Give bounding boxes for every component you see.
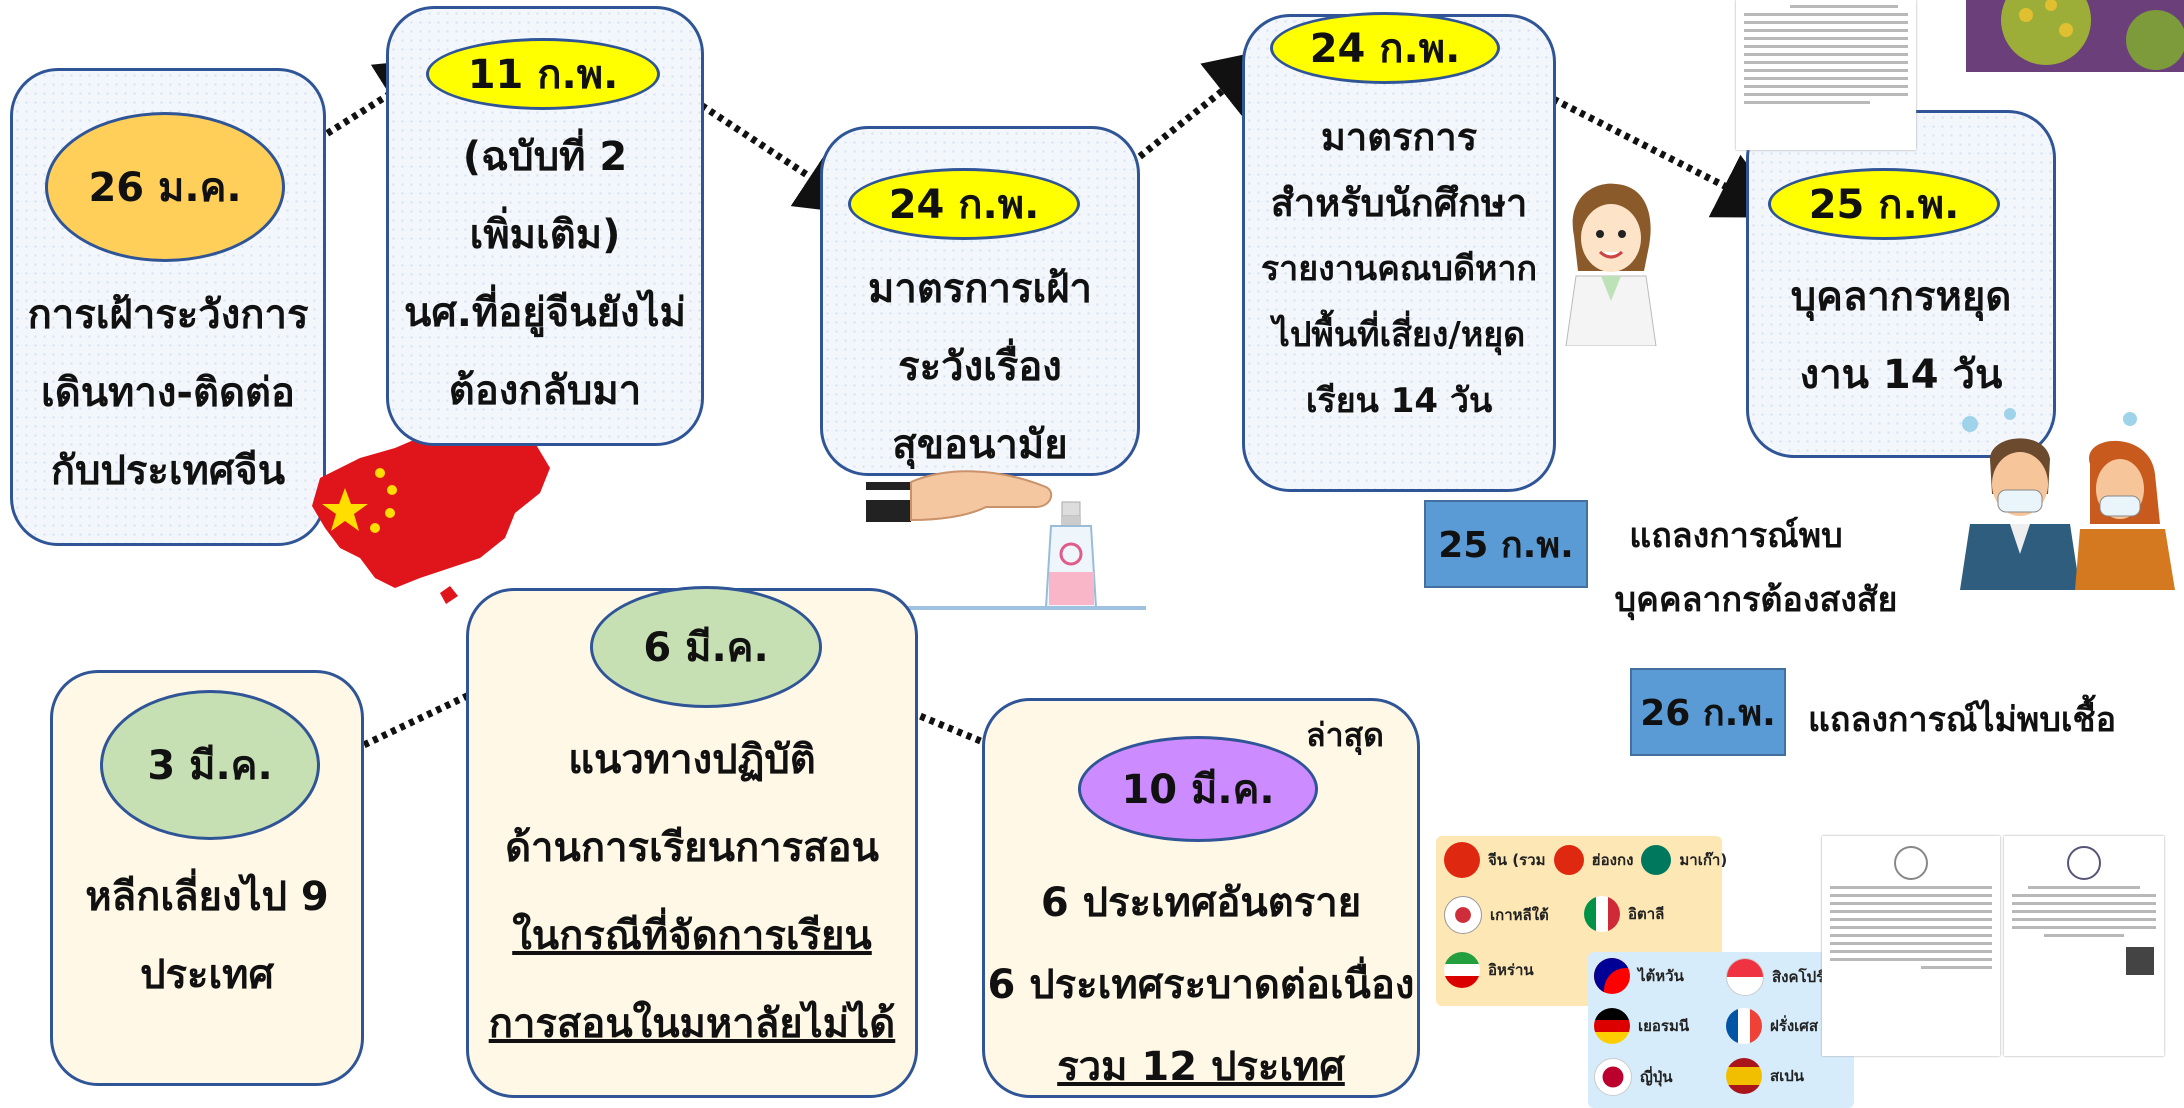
date-oval-1: 26 ม.ค. [45,112,285,262]
node-box-4 [1242,14,1556,492]
node-text-3: มาตรการเฝ้าระวังเรื่องสุขอนามัย [867,266,1093,468]
japan-flag-icon [1594,1058,1632,1096]
iran-flag-icon [1444,952,1480,988]
country-row-france: ฝรั่งเศส [1726,1008,1818,1044]
node-text-7: แนวทางปฏิบัติ ด้านการเรียนการสอน ในกรณีท… [488,737,896,1047]
arrow-1 [283,57,449,163]
statement-date-tag-1: 25 ก.พ. [1424,500,1588,588]
arrow-4 [1498,68,1787,218]
country-row-china: จีน (รวม ฮ่องกง มาเก๊า) [1444,842,1727,878]
date-oval-5: 25 ก.พ. [1768,168,2000,240]
latest-badge: ล่าสุด [1306,716,1384,754]
country-panel-b [1588,952,1854,1108]
statement-text-2: แถลงการณ์ไม่พบเชื้อ [1808,700,2117,740]
arrow-2 [658,75,869,216]
statement-text-1: แถลงการณ์พบ บุคคลากรต้องสงสัย [1614,516,1898,620]
china-map-icon [312,426,550,604]
korea-flag-icon [1444,896,1482,934]
germany-flag-icon [1594,1008,1630,1044]
student-cartoon-icon [1565,183,1657,346]
spain-flag-icon [1726,1058,1762,1094]
date-oval-6: 3 มี.ค. [100,690,320,840]
notice-document-thumbnail-1 [1822,836,2000,1056]
date-oval-7: 6 มี.ค. [590,586,822,708]
china-flag-icon [1444,842,1480,878]
arrow-5 [326,626,611,766]
country-row-singapore: สิงคโปร์ [1726,958,1824,996]
virus-image [1966,0,2184,72]
macau-flag-icon [1641,845,1672,875]
statement-date-tag-2: 26 ก.พ. [1630,668,1786,756]
date-oval-2: 11 ก.พ. [426,38,660,110]
date-oval-8: 10 มี.ค. [1078,736,1318,842]
country-row-italy: อิตาลี [1584,896,1664,932]
country-row-germany: เยอรมนี [1594,1008,1689,1044]
announcement-document-thumbnail [1736,0,1916,150]
masked-people-cartoon [1960,408,2175,590]
node-text-4: มาตรการ สำหรับนักศึกษา รายงานคณบดีหาก ไป… [1260,115,1538,421]
node-text-8: 6 ประเทศอันตราย 6 ประเทศระบาดต่อเนื่อง ร… [987,880,1415,1090]
italy-flag-icon [1584,896,1620,932]
date-oval-4: 24 ก.พ. [1270,12,1500,84]
country-row-japan: ญี่ปุ่น [1594,1058,1673,1096]
taiwan-flag-icon [1594,958,1630,994]
country-row-spain: สเปน [1726,1058,1804,1094]
hand-sanitizer-icon [866,470,1146,610]
date-oval-3: 24 ก.พ. [848,168,1080,240]
singapore-flag-icon [1726,958,1764,996]
node-text-1: การเฝ้าระวังการเดินทาง-ติดต่อกับประเทศจี… [27,292,309,494]
hongkong-flag-icon [1553,845,1584,875]
country-row-iran: อิหร่าน [1444,952,1534,988]
arrow-3 [1082,47,1277,203]
france-flag-icon [1726,1008,1762,1044]
country-row-korea: เกาหลีใต้ [1444,896,1549,934]
country-row-taiwan: ไต้หวัน [1594,958,1684,994]
notice-document-thumbnail-2 [2004,836,2164,1056]
node-text-5: บุคลากรหยุดงาน 14 วัน [1790,274,2012,398]
